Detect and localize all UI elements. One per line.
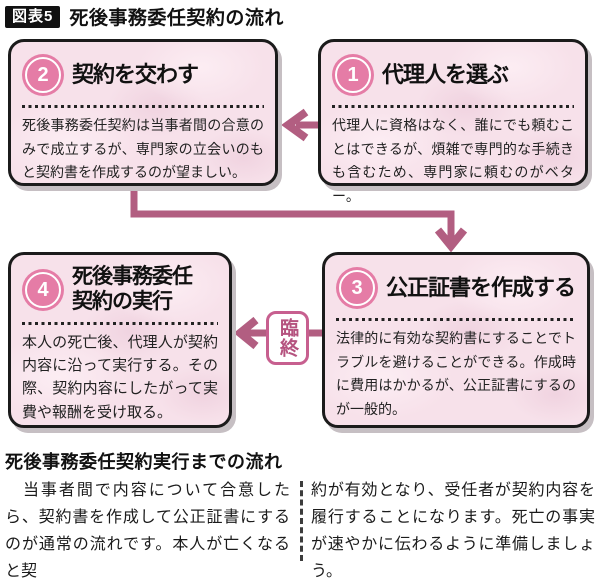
step-2-title: 契約を交わす [72, 62, 199, 88]
column-divider [300, 481, 303, 561]
article-columns: 当事者間で内容について合意したら、契約書を作成して公正証書にするのが通常の流れで… [5, 477, 597, 585]
step-3-body: 法律的に有効な契約書にすることでトラブルを避けることができる。作成時に費用はかか… [336, 330, 576, 417]
figure-title: 死後事務委任契約の流れ [69, 8, 284, 29]
article-column-left: 当事者間で内容について合意したら、契約書を作成して公正証書にするのが通常の流れで… [5, 482, 290, 580]
badge-ring [25, 271, 61, 308]
step-4-title: 死後事務委任 契約の実行 [72, 265, 193, 313]
step-1-number-badge: 1 [332, 54, 374, 96]
step-number: 4 [37, 278, 49, 301]
step-4-body: 本人の死亡後、代理人が契約内容に沿って実行する。その際、契約内容にしたがって実費… [22, 333, 218, 421]
step-3-header: 3 公正証書を作成する [336, 265, 576, 311]
arrow-1-to-2-head [281, 108, 309, 142]
flow-step-4: 4 死後事務委任 契約の実行 本人の死亡後、代理人が契約内容に沿って実行する。そ… [8, 252, 232, 428]
step-2-number-badge: 2 [22, 54, 64, 96]
step-2-header: 2 契約を交わす [22, 52, 264, 98]
step-divider [336, 318, 576, 321]
figure-header: 図表5 死後事務委任契約の流れ [5, 3, 284, 30]
step-1-body: 代理人に資格はなく、誰にでも頼むことはできるが、煩雑で専門的な手続きも含むため、… [332, 117, 574, 204]
article-heading: 死後事務委任契約実行までの流れ [5, 452, 283, 472]
step-number: 1 [347, 64, 359, 86]
figure-number-tag: 図表5 [5, 5, 61, 28]
step-divider [22, 105, 264, 108]
step-number: 3 [351, 277, 363, 299]
badge-ring [339, 270, 375, 306]
step-number: 2 [37, 64, 49, 86]
flow-step-3: 3 公正証書を作成する 法律的に有効な契約書にすることでトラブルを避けることがで… [322, 252, 590, 428]
arrow-2-to-3-head [434, 227, 468, 253]
article-column-right: 約が有効となり、受任者が契約内容を履行することになります。死亡の事実が速やかに伝… [311, 482, 595, 580]
step-4-header: 4 死後事務委任 契約の実行 [22, 265, 218, 315]
step-divider [22, 321, 218, 325]
step-3-number-badge: 3 [336, 267, 378, 309]
step-1-header: 1 代理人を選ぶ [332, 52, 574, 98]
step-4-number-badge: 4 [22, 268, 64, 311]
flow-step-2: 2 契約を交わす 死後事務委任契約は当事者間の合意のみで成立するが、専門家の立会… [8, 39, 278, 186]
flow-step-1: 1 代理人を選ぶ 代理人に資格はなく、誰にでも頼むことはできるが、煩雑で専門的な… [318, 39, 588, 204]
step-3-title: 公正証書を作成する [386, 275, 576, 301]
badge-ring [335, 57, 371, 93]
step-divider [332, 105, 574, 108]
figure-page: 図表5 死後事務委任契約の流れ 1 代理人を選ぶ 代理人に資格はなく、誰にでも頼… [5, 3, 595, 580]
step-1-title: 代理人を選ぶ [382, 62, 509, 88]
step-2-body: 死後事務委任契約は当事者間の合意のみで成立するが、専門家の立会いのもと契約書を作… [22, 117, 264, 181]
death-badge: 臨終 [266, 311, 309, 365]
arrow-3-to-4-head [233, 316, 259, 350]
badge-ring [25, 57, 61, 93]
